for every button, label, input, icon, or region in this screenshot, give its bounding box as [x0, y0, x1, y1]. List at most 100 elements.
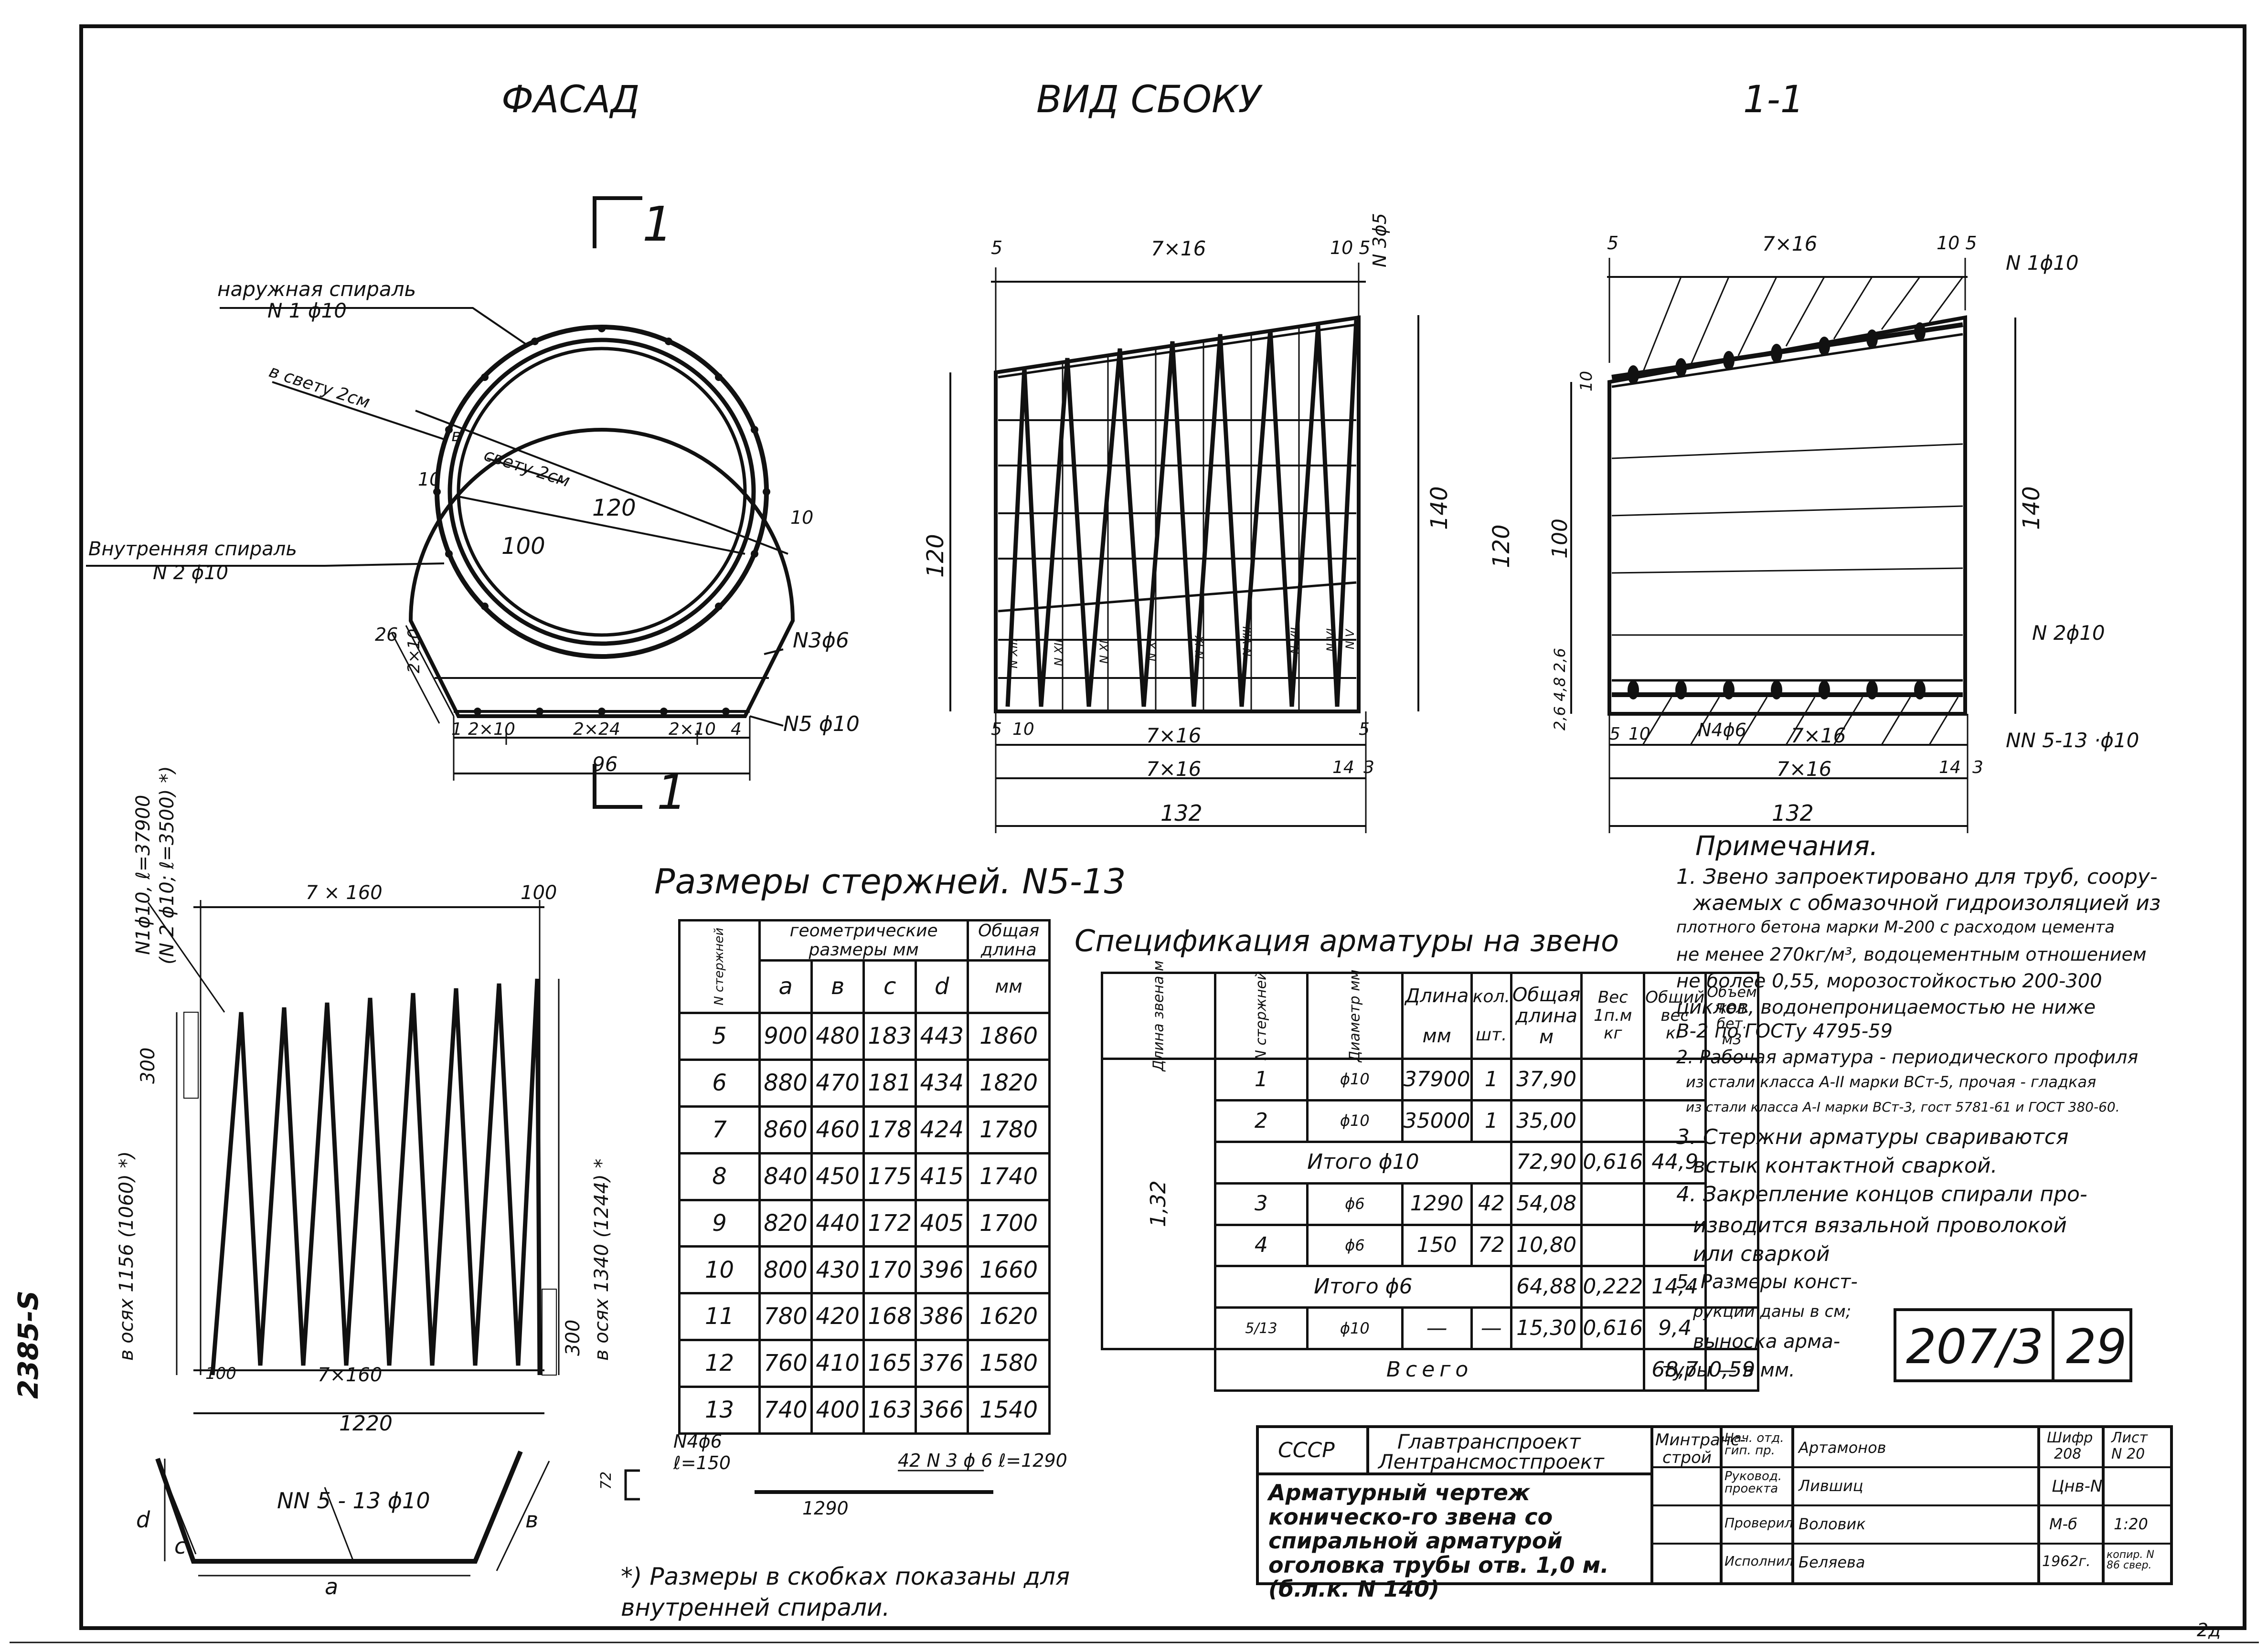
- table-cell: 1: [1213, 1058, 1309, 1101]
- table-row: 2 ϕ10 35000 1 35,00: [1102, 1099, 1758, 1143]
- table-cell: 183: [862, 1012, 917, 1061]
- dim-10-left: 10: [418, 469, 441, 490]
- side-rod-label: N X: [1145, 641, 1159, 661]
- dim-26: 26: [375, 624, 398, 645]
- note-line: 5. Размеры конст-: [1676, 1271, 1858, 1293]
- spec-table-title: Спецификация арматуры на звено: [1075, 923, 1619, 958]
- dim-100: 100: [501, 533, 545, 560]
- spec-h-total-len: Общая длина: [1512, 984, 1581, 1027]
- table-cell: ϕ6: [1306, 1223, 1404, 1268]
- table-cell: 5: [678, 1012, 761, 1061]
- table-cell: ϕ10: [1306, 1099, 1404, 1143]
- section-marker-bottom: [593, 764, 642, 809]
- rods-table-col: в: [810, 959, 865, 1015]
- section-h140: 140: [2018, 486, 2045, 530]
- table-cell: 415: [915, 1152, 969, 1201]
- side-rod-label: N XII: [1052, 639, 1065, 666]
- side-bot-5: 5: [991, 720, 1002, 739]
- table-cell: 181: [862, 1059, 917, 1108]
- spec-h-qty: кол.: [1472, 986, 1510, 1006]
- spiral-zigzag: [210, 978, 542, 1376]
- n4-bar-length: ℓ=150: [673, 1452, 731, 1473]
- section-marker-top: [593, 196, 642, 248]
- bottom-dim-2x24: 2×24: [573, 720, 620, 739]
- spiral-label-n1: N1ϕ10, ℓ=37900: [132, 794, 154, 955]
- side-rod-label: N VII: [1288, 627, 1302, 654]
- section-top-105: 10 5: [1937, 233, 1977, 254]
- table-cell: 400: [810, 1386, 865, 1435]
- tb-name: Беляева: [1799, 1553, 1865, 1571]
- section-mark-top: 1: [642, 196, 673, 252]
- rods-table-h-total: Общая длина: [967, 919, 1051, 962]
- spec-h-vol-unit: м3: [1722, 1031, 1742, 1048]
- tb-ussr: СССР: [1278, 1438, 1335, 1462]
- inner-spiral-number: N 2 ϕ10: [153, 562, 229, 584]
- tb-copy: копир. N 86 свер.: [2107, 1549, 2154, 1571]
- table-row: 5/13 ϕ10 — — 15,30 0,616 9,4: [1102, 1306, 1759, 1351]
- table-cell: 443: [915, 1012, 969, 1061]
- spec-h-len: Длина: [1405, 985, 1469, 1007]
- tb-role: Проверил: [1724, 1515, 1793, 1531]
- tb-code-label: Шифр: [2047, 1430, 2093, 1446]
- table-cell: 820: [758, 1198, 813, 1248]
- section-bot-7x16b: 7×16: [1777, 757, 1832, 781]
- table-cell: Всего: [1213, 1348, 1646, 1392]
- table-cell: 72: [1470, 1223, 1512, 1268]
- spec-h-vol: Объем жел. бет.: [1707, 984, 1757, 1032]
- table-cell: 68,7: [1643, 1348, 1707, 1392]
- side-bot-3: 3: [1363, 758, 1374, 777]
- table-cell: 440: [810, 1198, 865, 1248]
- note-line: из стали класса А-I марки ВСт-3, гост 57…: [1686, 1099, 2120, 1115]
- spec-link-len: 1,32: [1146, 1180, 1171, 1228]
- rods-table: N стержней геометрические размеры мм Общ…: [678, 919, 1051, 1435]
- spiral-bot-100: 100: [205, 1364, 236, 1383]
- spiral-h300a: 300: [137, 1047, 159, 1084]
- head-outline: [408, 428, 795, 718]
- table-row: 1,32 1 ϕ10 37900 1 37,90: [1101, 1057, 1759, 1351]
- side-total-132: 132: [1160, 800, 1203, 826]
- spec-h-diam: Диаметр мм: [1346, 969, 1363, 1062]
- note-line: плотного бетона марки М-200 с расходом ц…: [1676, 918, 2115, 937]
- note-line: встык контактной сваркой.: [1693, 1154, 1998, 1178]
- tb-org3b: строй: [1662, 1448, 1712, 1467]
- rod-shape-b: в: [525, 1507, 539, 1533]
- note-line: 4. Закрепление концов спирали про-: [1676, 1182, 2087, 1207]
- page-number: 2д: [2197, 1620, 2221, 1641]
- table-cell: 410: [810, 1339, 865, 1388]
- side-rod-label: N XI: [1097, 640, 1111, 664]
- outer-spiral-label: наружная спираль: [217, 277, 416, 301]
- small-bars: [624, 1469, 993, 1501]
- n3-bar-label: 42 N 3 ϕ 6 ℓ=1290: [898, 1450, 1067, 1471]
- tb-scale-label: М-б: [2049, 1515, 2077, 1533]
- tb-scale-value: 1:20: [2114, 1515, 2148, 1533]
- section-hatch-top: [1642, 276, 1964, 373]
- dim-10-right: 10: [790, 507, 814, 528]
- section-n2-label: N 2ϕ10: [2032, 621, 2105, 645]
- table-cell: 7: [678, 1105, 761, 1154]
- spiral-h300b: 300: [562, 1319, 584, 1356]
- table-cell: Итого ϕ10: [1213, 1140, 1512, 1185]
- table-cell: 780: [758, 1292, 813, 1342]
- table-cell: 740: [758, 1386, 813, 1435]
- table-cell: 760: [758, 1339, 813, 1388]
- bottom-dim-4: 4: [731, 720, 742, 739]
- table-cell: ϕ6: [1306, 1182, 1404, 1226]
- table-cell: 6: [678, 1059, 761, 1108]
- table-cell: 1780: [967, 1105, 1051, 1154]
- section-top-5: 5: [1607, 233, 1619, 254]
- diameter-120: [415, 410, 788, 555]
- n4-bar-72: 72: [598, 1471, 615, 1490]
- sheet-frame: [79, 24, 2246, 1630]
- section-view: [1570, 258, 2016, 833]
- table-cell: 1: [1470, 1099, 1512, 1143]
- table-cell: 172: [862, 1198, 917, 1248]
- side-bot-7x16b: 7×16: [1146, 757, 1202, 781]
- table-cell: 450: [810, 1152, 865, 1201]
- table-cell: 15,30: [1510, 1306, 1583, 1351]
- table-cell: 1700: [967, 1198, 1051, 1248]
- n4-bar-label: N4ϕ6: [673, 1431, 722, 1452]
- note-line: не более 0,55, морозостойкостью 200-300: [1676, 970, 2102, 992]
- note-line: изводится вязальной проволокой: [1693, 1213, 2067, 1238]
- table-cell: 434: [915, 1059, 969, 1108]
